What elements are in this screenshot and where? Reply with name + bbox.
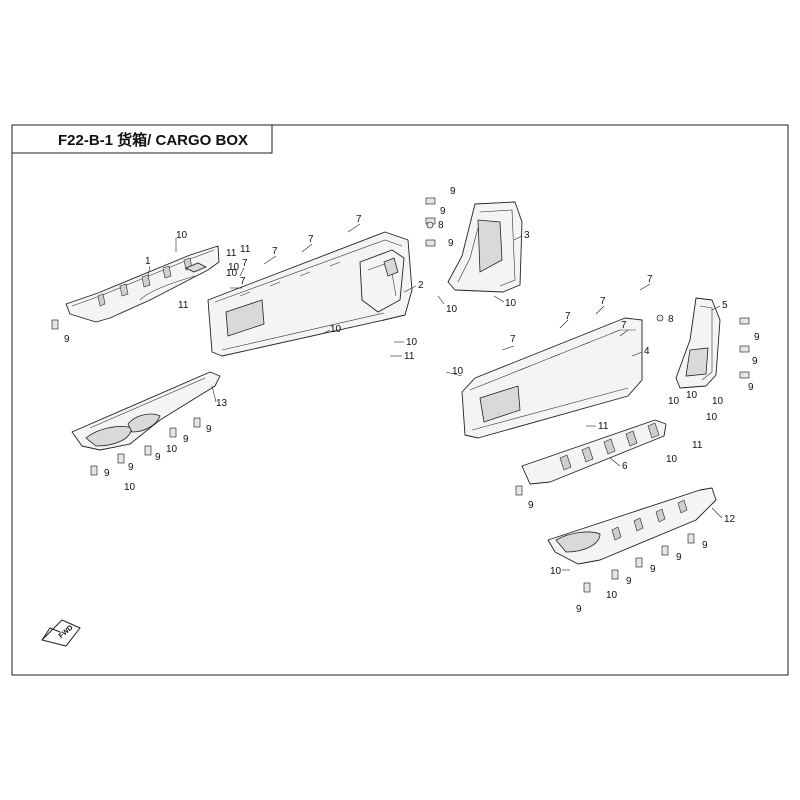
fastener-9: [193, 417, 201, 428]
callout-11: 11: [692, 440, 703, 451]
callout-10: 10: [666, 454, 678, 465]
callout-9: 9: [754, 332, 760, 343]
callout-9: 9: [450, 186, 456, 197]
callout-9: 9: [626, 576, 632, 587]
callout-11: 11: [226, 248, 237, 259]
callout-10: 10: [668, 396, 680, 407]
callout-10: 10: [550, 566, 562, 577]
callout-9: 9: [128, 462, 134, 473]
callout-7: 7: [600, 296, 606, 307]
callout-8: 8: [668, 314, 674, 325]
callout-6: 6: [622, 461, 628, 472]
fwd-direction-arrow: FWD: [41, 619, 81, 647]
callout-10: 10: [406, 337, 418, 348]
part-3-left-rear-corner: [447, 201, 523, 293]
callout-9: 9: [650, 564, 656, 575]
callout-7: 7: [621, 320, 627, 331]
callouts: 1 2 3 4 5 6 12 13 7 7 7 7 7 7 7 7 7 7: [64, 186, 760, 615]
callout-13: 13: [216, 398, 228, 409]
fastener-9: [739, 345, 750, 353]
callout-7: 7: [510, 334, 516, 345]
fastener-9: [687, 533, 695, 544]
callout-10: 10: [176, 230, 188, 241]
callout-9: 9: [448, 238, 454, 249]
callout-4: 4: [644, 346, 650, 357]
fastener-9: [51, 319, 59, 330]
fastener-9: [583, 582, 591, 593]
fastener-9: [144, 445, 152, 456]
callout-8: 8: [438, 220, 444, 231]
callout-7: 7: [240, 276, 246, 287]
fastener-9: [739, 371, 750, 379]
callout-7: 7: [242, 258, 248, 269]
callout-11: 11: [404, 351, 415, 362]
callout-9: 9: [528, 500, 534, 511]
callout-9: 9: [64, 334, 70, 345]
callout-10: 10: [228, 262, 240, 273]
fastener-9: [169, 427, 177, 438]
title-block: F22-B-1 货箱/ CARGO BOX: [12, 125, 273, 154]
fastener-9: [635, 557, 643, 568]
fastener-9: [611, 569, 619, 580]
callout-9: 9: [183, 434, 189, 445]
callout-10: 10: [330, 324, 342, 335]
callout-10: 10: [505, 298, 517, 309]
part-12-right-lower-panel: [547, 487, 717, 565]
part-1-front-left-panel: [65, 245, 220, 323]
part-2-left-side-panel: [207, 231, 413, 357]
callout-10: 10: [706, 412, 718, 423]
part-13-left-lower-panel: [71, 371, 221, 451]
callout-11: 11: [178, 300, 189, 311]
fastener-9: [515, 485, 523, 496]
callout-7: 7: [272, 246, 278, 257]
fastener-8: [656, 314, 664, 322]
fastener-9: [425, 239, 436, 247]
callout-9: 9: [748, 382, 754, 393]
callout-12: 12: [724, 514, 736, 525]
diagram-title: F22-B-1 货箱/ CARGO BOX: [58, 131, 248, 149]
callout-10: 10: [166, 444, 178, 455]
callout-7: 7: [308, 234, 314, 245]
fastener-8: [426, 221, 434, 229]
callout-9: 9: [752, 356, 758, 367]
callout-9: 9: [155, 452, 161, 463]
part-4-right-side-panel: [461, 317, 643, 439]
part-6-right-rail-cover: [521, 419, 667, 485]
callout-3: 3: [524, 230, 530, 241]
drawing-frame: [11, 124, 789, 676]
callout-9: 9: [206, 424, 212, 435]
callout-10: 10: [712, 396, 724, 407]
callout-7: 7: [565, 311, 571, 322]
fasteners: [51, 197, 750, 593]
callout-10: 10: [226, 268, 238, 279]
callout-7: 7: [356, 214, 362, 225]
callout-9: 9: [440, 206, 446, 217]
callout-9: 9: [576, 604, 582, 615]
callout-11: 11: [240, 244, 251, 255]
callout-11: 11: [598, 421, 609, 432]
callout-1: 1: [145, 256, 151, 267]
fastener-9: [739, 317, 750, 325]
callout-10: 10: [446, 304, 458, 315]
callout-2: 2: [418, 280, 424, 291]
callout-10: 10: [686, 390, 698, 401]
callout-9: 9: [702, 540, 708, 551]
callout-7: 7: [647, 274, 653, 285]
fastener-9: [90, 465, 98, 476]
fastener-9: [425, 197, 436, 205]
callout-5: 5: [722, 300, 728, 311]
callout-9: 9: [676, 552, 682, 563]
fastener-9: [117, 453, 125, 464]
callout-10: 10: [124, 482, 136, 493]
callout-10: 10: [452, 366, 464, 377]
fastener-9: [661, 545, 669, 556]
callout-9: 9: [104, 468, 110, 479]
part-5-right-rear-corner: [675, 297, 721, 389]
callout-10: 10: [606, 590, 618, 601]
